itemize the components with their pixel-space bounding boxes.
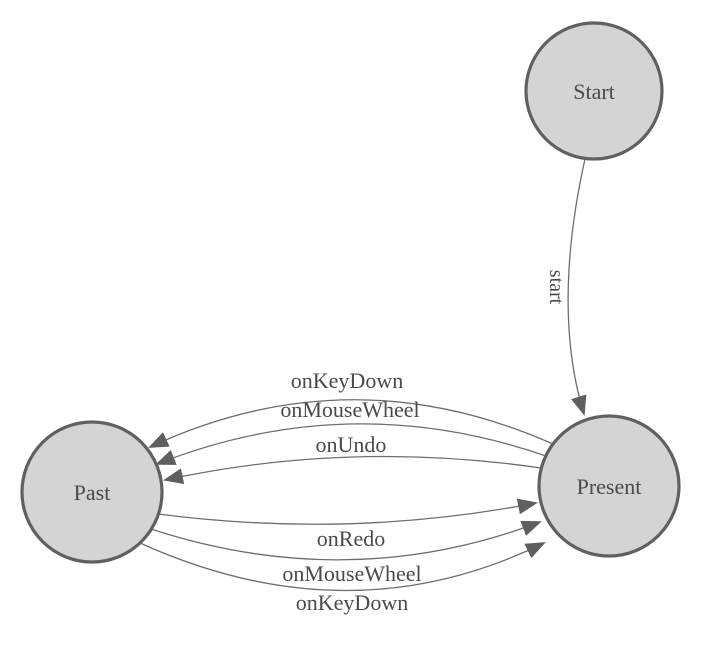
edge-onmousewheel-to-present[interactable]: [150, 520, 542, 561]
node-start-circle[interactable]: [524, 21, 664, 161]
edge-label-onkeydown-bottom: onKeyDown: [296, 590, 408, 615]
node-present[interactable]: Present: [537, 414, 681, 558]
edge-label-onmousewheel-top: onMouseWheel: [280, 397, 419, 422]
node-past[interactable]: Past: [20, 420, 164, 564]
node-past-label: Past: [74, 480, 111, 505]
node-present-label: Present: [577, 474, 642, 499]
edge-onkeydown-to-present[interactable]: [139, 542, 546, 592]
edge-label-onredo: onRedo: [317, 526, 385, 551]
node-start-label: Start: [573, 79, 615, 104]
edge-onundo-to-past[interactable]: [163, 455, 542, 485]
edge-onkeydown-to-past[interactable]: [148, 399, 554, 448]
edge-label-onmousewheel-bottom: onMouseWheel: [282, 561, 421, 586]
edge-start[interactable]: [567, 158, 587, 416]
edge-onredo-to-present[interactable]: [157, 498, 538, 525]
edge-label-onkeydown-top: onKeyDown: [291, 368, 403, 393]
edge-label-onundo: onUndo: [316, 432, 387, 457]
edge-label-start: start: [545, 270, 567, 305]
edge-onmousewheel-to-past[interactable]: [155, 423, 547, 465]
node-present-circle[interactable]: [537, 414, 681, 558]
node-start[interactable]: Start: [524, 21, 664, 161]
node-past-circle[interactable]: [20, 420, 164, 564]
